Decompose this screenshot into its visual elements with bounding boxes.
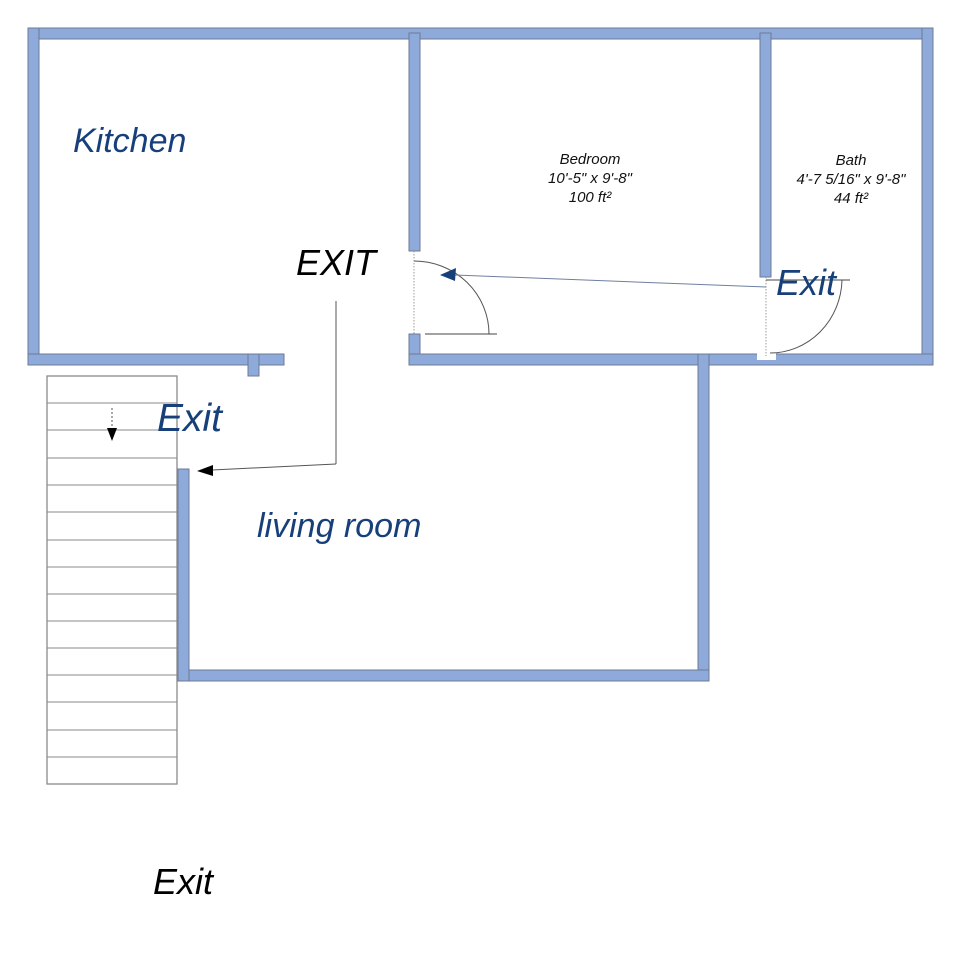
- exit-label-stairs: Exit: [157, 397, 223, 440]
- room-label-living-room: living room: [257, 507, 422, 545]
- exit-label-bottom: Exit: [153, 861, 214, 902]
- bath-name: Bath: [835, 152, 867, 169]
- wall-living-right: [697, 353, 710, 682]
- bath-door: [765, 277, 850, 356]
- room-label-bath: Bath 4'-7 5/16" x 9'-8" 44 ft²: [779, 151, 923, 208]
- bedroom-door: [413, 251, 497, 335]
- wall-stub: [247, 353, 260, 377]
- wall-top: [27, 27, 934, 40]
- wall-living-bottom: [177, 669, 710, 682]
- bath-dimensions: 4'-7 5/16" x 9'-8": [796, 171, 906, 188]
- bedroom-name: Bedroom: [559, 151, 621, 168]
- exit-route-arrow-living: [197, 301, 337, 476]
- wall-living-left: [177, 468, 190, 682]
- wall-kitchen-left: [27, 27, 40, 366]
- room-label-bedroom: Bedroom 10'-5" x 9'-8" 100 ft²: [530, 150, 650, 207]
- exit-route-arrow-bedroom: [440, 268, 767, 288]
- exit-label-kitchen: EXIT: [296, 242, 377, 283]
- wall-bath-left: [759, 32, 772, 278]
- bedroom-area: 100 ft²: [568, 189, 612, 206]
- exit-label-bath: Exit: [776, 262, 837, 303]
- wall-right: [921, 27, 934, 366]
- wall-bedroom-bottom: [408, 353, 934, 366]
- bath-area: 44 ft²: [833, 190, 869, 207]
- stairs: [46, 375, 178, 785]
- room-label-kitchen: Kitchen: [73, 122, 187, 160]
- wall-kitchen-bottom: [27, 353, 285, 366]
- bedroom-dimensions: 10'-5" x 9'-8": [548, 170, 632, 187]
- stair-down-arrow-icon: [107, 408, 117, 441]
- wall-bedroom-left-upper: [408, 32, 421, 252]
